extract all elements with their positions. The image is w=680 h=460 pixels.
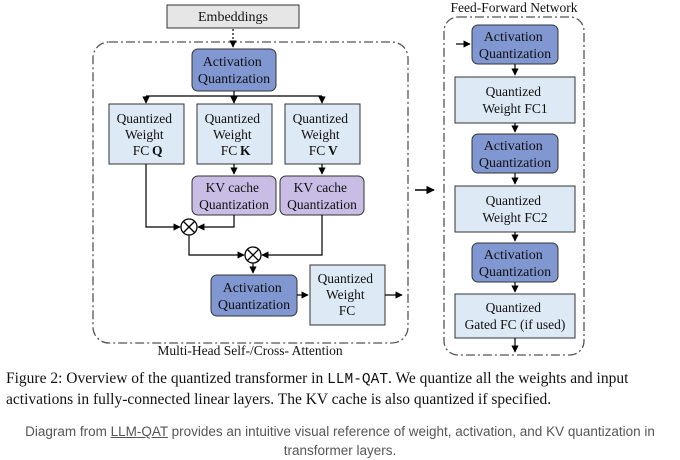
caption-code: LLM-QAT bbox=[327, 372, 389, 388]
multiply-node-2 bbox=[244, 246, 262, 264]
caption-prefix: Figure 2: Overview of the quantized tran… bbox=[6, 370, 328, 387]
weight-fc-q-letter: Q bbox=[152, 143, 163, 158]
kv-cache-quant-label-v: KV cache Quantization bbox=[287, 180, 357, 212]
kv-cache-quant-label-k: KV cache Quantization bbox=[199, 180, 269, 212]
weight-fc-k-box bbox=[196, 103, 273, 165]
ffn-gated-fc-box bbox=[454, 293, 576, 339]
weight-fc-v-letter: V bbox=[328, 143, 338, 158]
weight-fc-v-box bbox=[284, 103, 361, 165]
weight-fc-out-box bbox=[309, 264, 386, 326]
source-note: Diagram from LLM-QAT provides an intuiti… bbox=[20, 422, 660, 460]
weight-fc-q-label: Quantized Weight FC bbox=[117, 111, 176, 158]
llm-qat-diagram: Embeddings Activation Quantization Quant… bbox=[92, 0, 585, 358]
attention-block-label: Multi-Head Self-/Cross- Attention bbox=[157, 343, 342, 358]
caption-suffix: . We quantize all the weights and input … bbox=[6, 370, 629, 408]
activation-quant-label-out: Activation Quantization bbox=[218, 281, 290, 313]
ffn-weight-fc1-label: Quantized Weight FC1 bbox=[482, 84, 547, 116]
ffn-activation-quant-label-2: Activation Quantization bbox=[479, 139, 551, 171]
figure-caption: Figure 2: Overview of the quantized tran… bbox=[6, 369, 674, 410]
embeddings-label: Embeddings bbox=[198, 10, 268, 25]
ffn-gated-fc-label: Quantized Gated FC (if used) bbox=[465, 300, 566, 332]
ffn-title: Feed-Forward Network bbox=[450, 0, 577, 15]
weight-fc-v-label: Quantized Weight FC bbox=[293, 111, 352, 158]
ffn-activation-quant-label-1: Activation Quantization bbox=[479, 30, 551, 62]
ffn-activation-quant-label-3: Activation Quantization bbox=[479, 248, 551, 280]
weight-fc-out-label: Quantized Weight FC bbox=[318, 271, 377, 318]
source-before: Diagram from bbox=[25, 424, 111, 439]
embeddings-box bbox=[166, 4, 300, 29]
ffn-weight-fc2-label: Quantized Weight FC2 bbox=[482, 193, 547, 225]
source-after: provides an intuitive visual reference o… bbox=[167, 424, 655, 458]
ffn-weight-fc1-box bbox=[454, 76, 576, 124]
llm-qat-link[interactable]: LLM-QAT bbox=[110, 424, 168, 439]
ffn-weight-fc2-box bbox=[454, 185, 576, 233]
ffn-block bbox=[443, 16, 585, 356]
activation-quant-label: Activation Quantization bbox=[198, 55, 270, 87]
weight-fc-k-label: Quantized Weight FC bbox=[205, 111, 264, 158]
attention-block bbox=[92, 41, 409, 344]
multiply-node-1 bbox=[180, 218, 198, 236]
weight-fc-k-letter: K bbox=[240, 143, 251, 158]
